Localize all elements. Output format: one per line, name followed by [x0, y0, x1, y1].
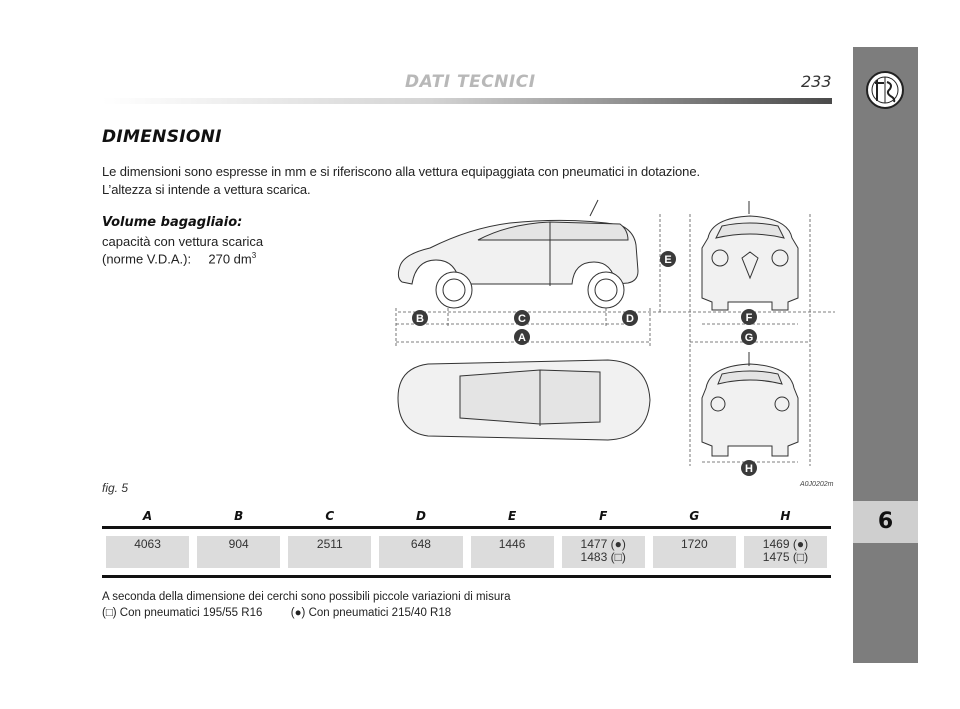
table-header-row: A B C D E F G H: [102, 506, 831, 526]
section-title: DIMENSIONI: [102, 127, 222, 147]
chapter-tab-notch: [853, 501, 918, 543]
intro-line: L’altezza si intende a vettura scarica.: [102, 182, 311, 197]
table-value-cell: 1720: [652, 536, 736, 568]
side-view-car: [397, 199, 639, 309]
callout-b: B: [412, 310, 428, 326]
svg-text:D: D: [626, 313, 634, 325]
table-value-cell: 1469 (●)1475 (□): [743, 536, 827, 568]
callout-g: G: [741, 329, 757, 345]
luggage-unit-exponent: 3: [251, 251, 257, 260]
table-top-rule: [102, 526, 831, 529]
intro-line: Le dimensioni sono espresse in mm e si r…: [102, 164, 700, 179]
callout-d: D: [622, 310, 638, 326]
callout-h: H: [741, 460, 757, 476]
luggage-volume-value-line: (norme V.D.A.): 270 dm3: [102, 251, 256, 266]
luggage-volume-title: Volume bagagliaio:: [102, 215, 243, 230]
table-value-cell: 4063: [106, 536, 190, 568]
table-header-cell: G: [689, 509, 700, 523]
table-value-cell: 1477 (●)1483 (□): [561, 536, 645, 568]
intro-paragraph: Le dimensioni sono espresse in mm e si r…: [102, 163, 700, 199]
callout-badges: B C D A E F G H: [412, 251, 757, 476]
table-header-cell: D: [415, 509, 426, 523]
table-value-cell: 904: [197, 536, 281, 568]
luggage-norm-label: (norme V.D.A.):: [102, 251, 192, 267]
table-header-cell: A: [142, 509, 153, 523]
tyre-note-large: (●) Con pneumatici 215/40 R18: [290, 607, 452, 619]
front-view-car: [701, 201, 799, 311]
table-value-cell: 2511: [288, 536, 372, 568]
luggage-volume-value: 270 dm: [208, 251, 252, 267]
callout-a: A: [514, 329, 530, 345]
table-header-cell: H: [780, 509, 791, 523]
chapter-side-tab: [853, 47, 918, 663]
svg-text:H: H: [745, 463, 753, 475]
page-header-title: DATI TECNICI: [405, 72, 536, 92]
svg-text:G: G: [745, 332, 754, 344]
svg-text:E: E: [664, 254, 671, 266]
svg-text:C: C: [518, 313, 526, 325]
svg-text:A: A: [518, 332, 526, 344]
table-value-cell: 648: [379, 536, 463, 568]
table-header-cell: E: [507, 509, 517, 523]
dimensions-table: A B C D E F G H 4063 904 2511 648 1446 1…: [102, 506, 831, 578]
figure-label: fig. 5: [102, 481, 129, 495]
callout-e: E: [660, 251, 676, 267]
variation-note: A seconda della dimensione dei cerchi so…: [102, 591, 511, 603]
table-header-cell: B: [234, 509, 244, 523]
page-number: 233: [801, 72, 832, 91]
table-header-cell: C: [325, 509, 335, 523]
luggage-volume-desc: capacità con vettura scarica: [102, 234, 264, 249]
chapter-number: 6: [877, 509, 894, 534]
vehicle-dimensions-drawing: B C D A E F G H: [395, 199, 835, 476]
top-view-car: [397, 359, 651, 441]
table-header-cell: F: [599, 509, 608, 523]
tyre-note-small: (□) Con pneumatici 195/55 R16: [102, 607, 263, 619]
callout-f: F: [741, 309, 757, 325]
rear-view-car: [701, 352, 799, 457]
tyre-note-row: (□) Con pneumatici 195/55 R16 (●) Con pn…: [102, 607, 451, 619]
table-value-row: 4063 904 2511 648 1446 1477 (●)1483 (□) …: [102, 529, 831, 575]
table-bottom-rule: [102, 575, 831, 578]
callout-c: C: [514, 310, 530, 326]
figure-code: A0J0202m: [800, 481, 834, 488]
brand-logo-icon: [866, 71, 904, 109]
svg-text:B: B: [416, 313, 424, 325]
table-value-cell: 1446: [470, 536, 554, 568]
header-divider: [102, 98, 832, 104]
svg-text:F: F: [746, 312, 753, 324]
